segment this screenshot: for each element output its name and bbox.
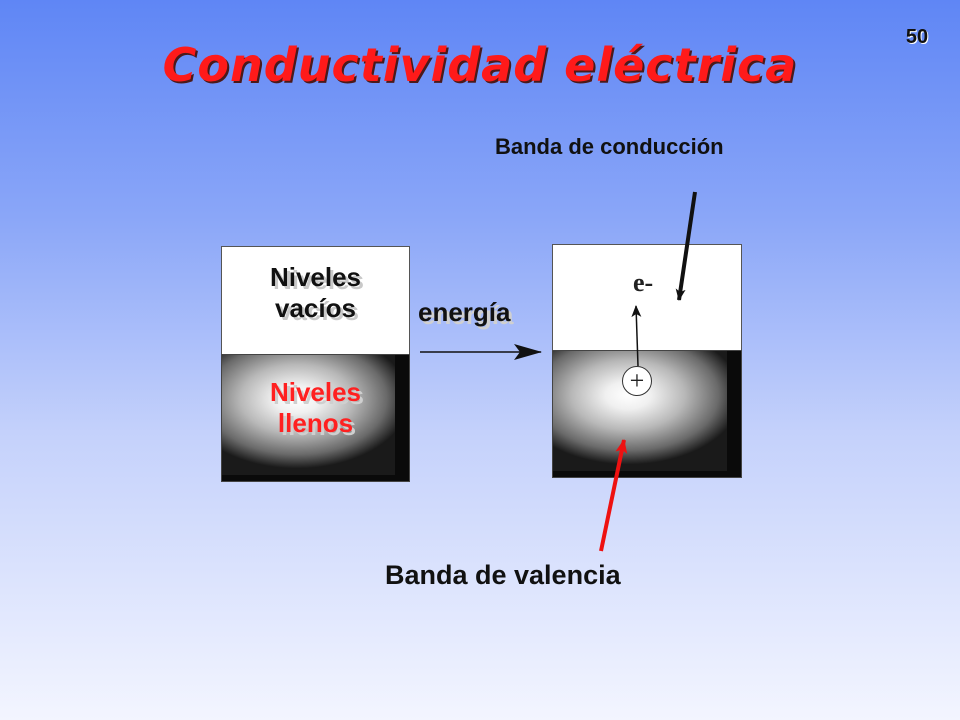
slide-title: Conductividad eléctrica: [162, 38, 798, 92]
slide-number: 50: [905, 26, 929, 48]
left-filled-levels-box: [221, 354, 410, 482]
conduction-band-label: Banda de conducción: [495, 134, 724, 159]
valence-band-label: Banda de valencia: [385, 560, 621, 590]
empty-levels-label: Niveles vacíos: [221, 262, 410, 324]
filled-levels-label: Niveles llenos: [221, 377, 410, 439]
filled-levels-line2: llenos: [277, 408, 354, 438]
filled-levels-line1: Niveles: [269, 377, 362, 407]
energy-label: energía: [418, 297, 511, 327]
excitation-arrow: [631, 305, 642, 367]
valence-band-pointer: [599, 439, 628, 552]
conduction-band-pointer: [675, 191, 697, 301]
empty-levels-line1: Niveles: [269, 262, 362, 292]
conduction-band-box: [552, 244, 742, 350]
electron-label: e-: [633, 268, 654, 297]
left-empty-levels-box: [221, 246, 410, 354]
hole-symbol: +: [622, 366, 652, 396]
empty-levels-line2: vacíos: [275, 293, 356, 323]
